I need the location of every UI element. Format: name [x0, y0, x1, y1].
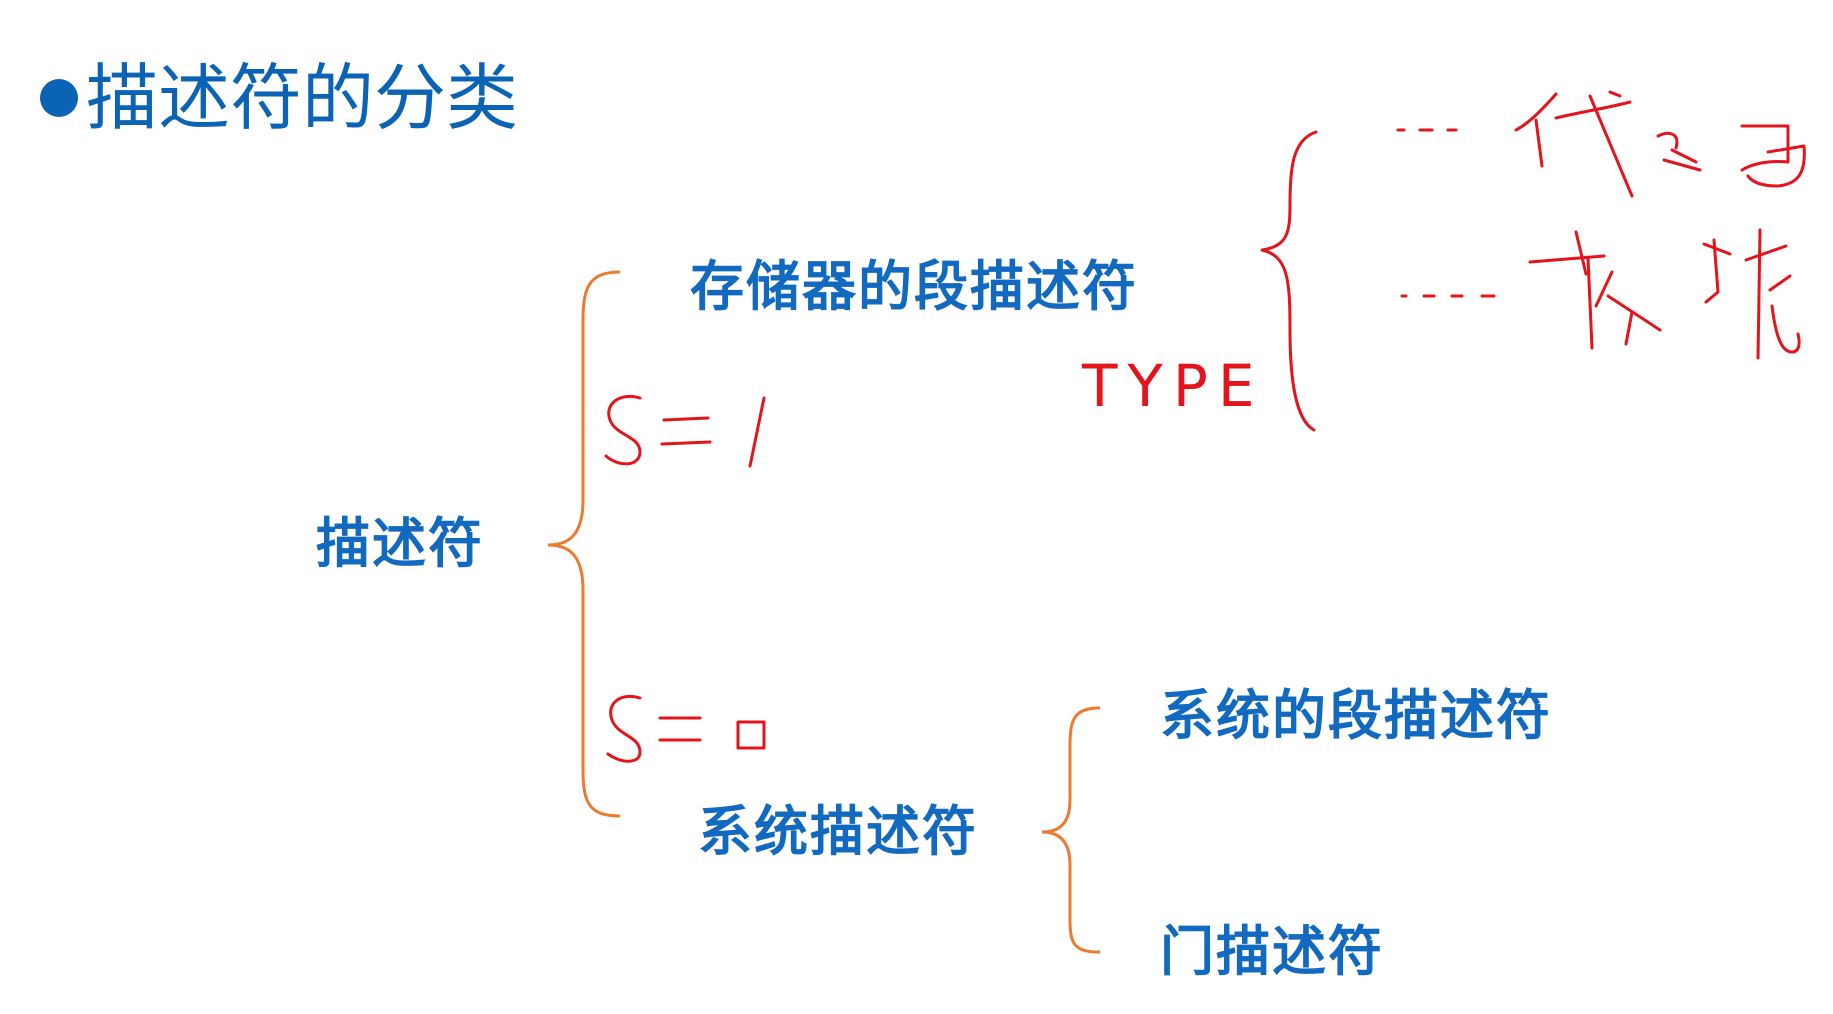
- node-gate-descriptor: 门描述符: [1160, 919, 1384, 983]
- hw-s-equals-0: [606, 695, 766, 763]
- node-system-descriptor: 系统描述符: [698, 799, 978, 863]
- hw-s-equals-1: [604, 395, 766, 468]
- node-descriptor: 描述符: [316, 511, 484, 575]
- slide-title: 描述符的分类: [86, 56, 519, 140]
- system-brace: [1041, 706, 1101, 954]
- hw-char-ma: [1656, 124, 1806, 188]
- bullet-icon: [40, 79, 78, 117]
- hw-char-ju: [1702, 228, 1801, 360]
- hw-char-shu: [1528, 230, 1662, 350]
- node-storage-segment-descriptor: 存储器的段描述符: [690, 254, 1138, 318]
- slide-title-row: 描述符的分类: [40, 62, 518, 134]
- node-system-segment-descriptor: 系统的段描述符: [1160, 683, 1552, 747]
- hw-type-brace: [1260, 130, 1318, 432]
- handwritten-annotations: [604, 90, 1806, 763]
- hw-type-label: TYPE: [1081, 352, 1264, 420]
- hw-char-dai: [1514, 90, 1634, 198]
- root-brace: [547, 270, 621, 818]
